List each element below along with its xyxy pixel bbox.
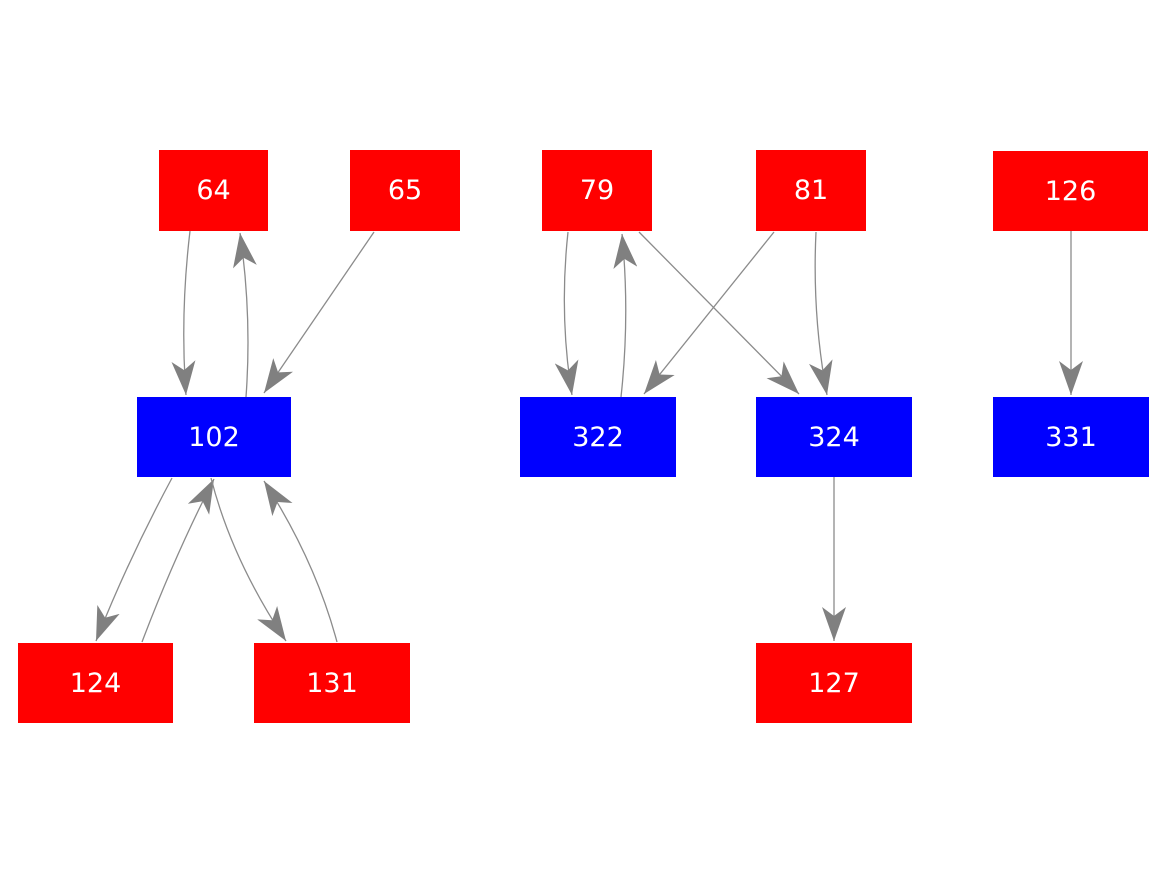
node-label: 127 [808, 667, 860, 699]
edge-79-324 [638, 231, 800, 395]
node-102[interactable]: 102 [137, 397, 291, 477]
node-331[interactable]: 331 [993, 397, 1149, 477]
node-label: 131 [306, 667, 358, 699]
node-label: 81 [793, 175, 829, 206]
node-label: 126 [1044, 175, 1097, 207]
edge-102-131 [210, 477, 287, 642]
edge-81-324 [808, 231, 833, 396]
edge-124-102 [141, 478, 215, 643]
edge-102-124 [95, 477, 173, 642]
node-81[interactable]: 81 [756, 150, 866, 231]
edge-65-102 [263, 231, 375, 394]
node-64[interactable]: 64 [159, 150, 268, 231]
edge-81-322 [643, 231, 775, 395]
node-label: 324 [808, 421, 860, 453]
edge-64-102 [171, 230, 196, 396]
node-127[interactable]: 127 [756, 643, 912, 723]
node-label: 322 [572, 421, 624, 453]
node-124[interactable]: 124 [18, 643, 173, 723]
node-label: 331 [1045, 421, 1097, 453]
node-label: 65 [387, 175, 423, 206]
edge-131-102 [263, 480, 338, 643]
node-label: 79 [579, 175, 615, 206]
node-label: 102 [188, 421, 240, 453]
node-label: 124 [69, 667, 122, 699]
node-322[interactable]: 322 [520, 397, 676, 477]
edge-322-79 [613, 233, 638, 398]
edge-79-322 [554, 231, 579, 396]
node-label: 64 [196, 175, 231, 206]
node-126[interactable]: 126 [993, 151, 1148, 231]
node-79[interactable]: 79 [542, 150, 652, 231]
edge-102-64 [233, 232, 257, 398]
node-324[interactable]: 324 [756, 397, 912, 477]
node-131[interactable]: 131 [254, 643, 410, 723]
node-65[interactable]: 65 [350, 150, 460, 231]
